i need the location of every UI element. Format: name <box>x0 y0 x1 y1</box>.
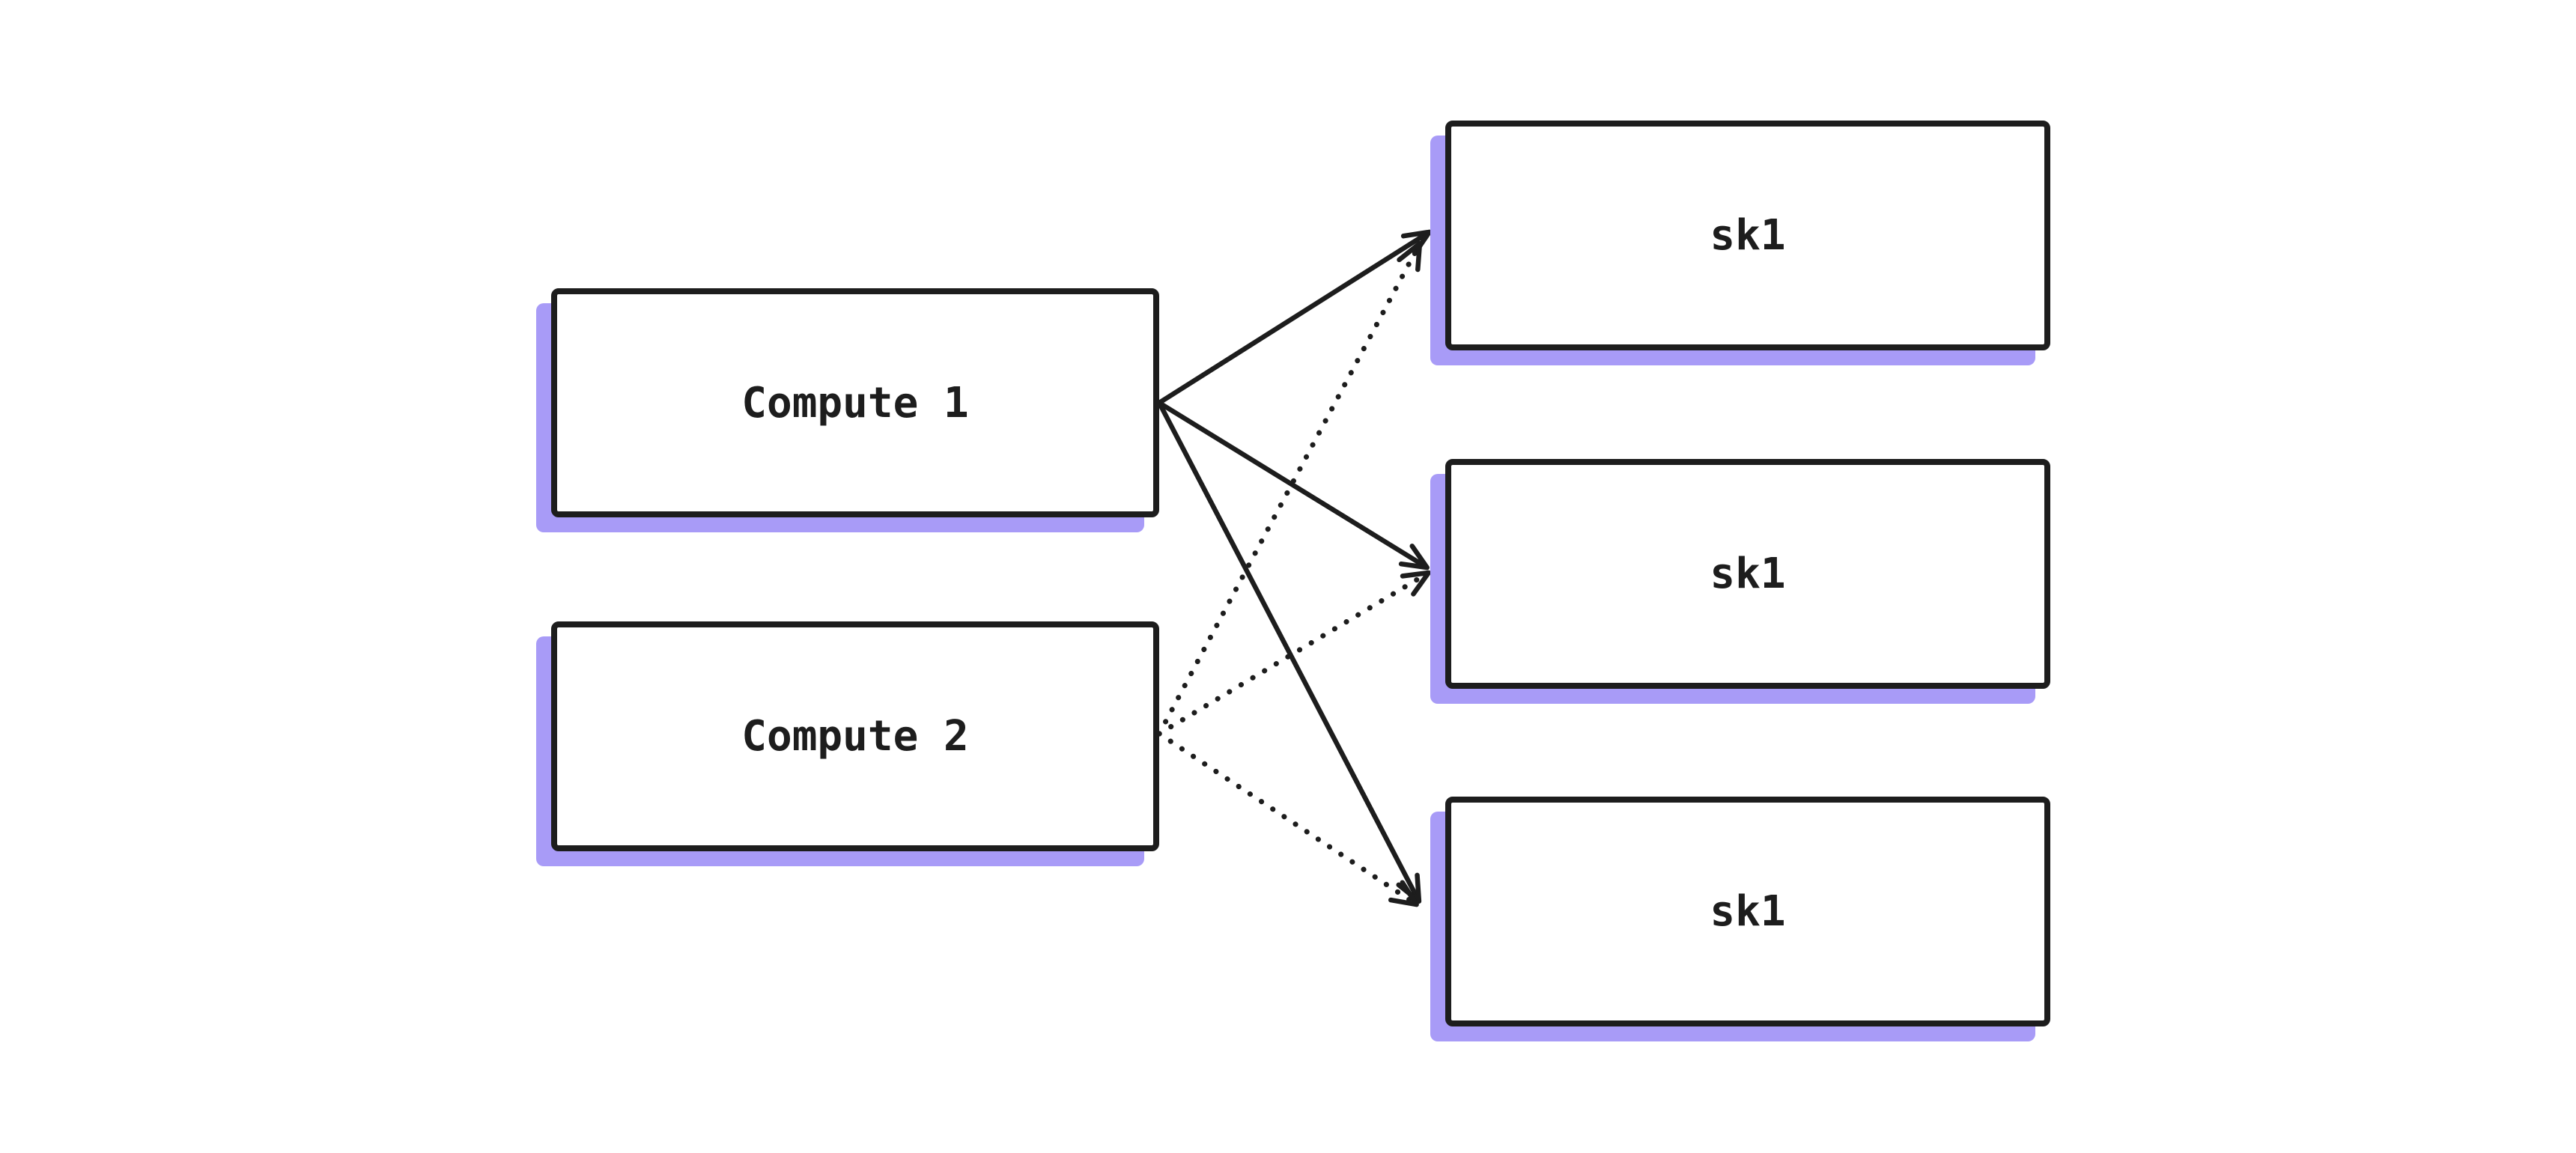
edge-compute2-to-sk1-mid <box>1156 570 1431 737</box>
node-sk1-bottom-label: sk1 <box>1710 887 1786 936</box>
edge-compute2-to-sk1-top <box>1156 240 1423 737</box>
node-sk1-middle-label: sk1 <box>1710 550 1786 598</box>
node-compute-2-label: Compute 2 <box>741 712 969 761</box>
edge-compute1-to-sk1-top <box>1158 229 1432 405</box>
node-compute-1: Compute 1 <box>551 288 1159 517</box>
node-sk1-top: sk1 <box>1445 121 2050 350</box>
node-sk1-bottom: sk1 <box>1445 797 2050 1026</box>
node-compute-1-label: Compute 1 <box>741 378 969 428</box>
edge-compute2-to-sk1-bot <box>1156 731 1419 907</box>
node-sk1-top-label: sk1 <box>1710 211 1786 260</box>
edge-compute1-to-sk1-mid <box>1158 401 1430 571</box>
node-sk1-middle: sk1 <box>1445 459 2050 689</box>
edge-compute1-to-sk1-bot <box>1157 401 1422 904</box>
node-compute-2: Compute 2 <box>551 621 1159 851</box>
